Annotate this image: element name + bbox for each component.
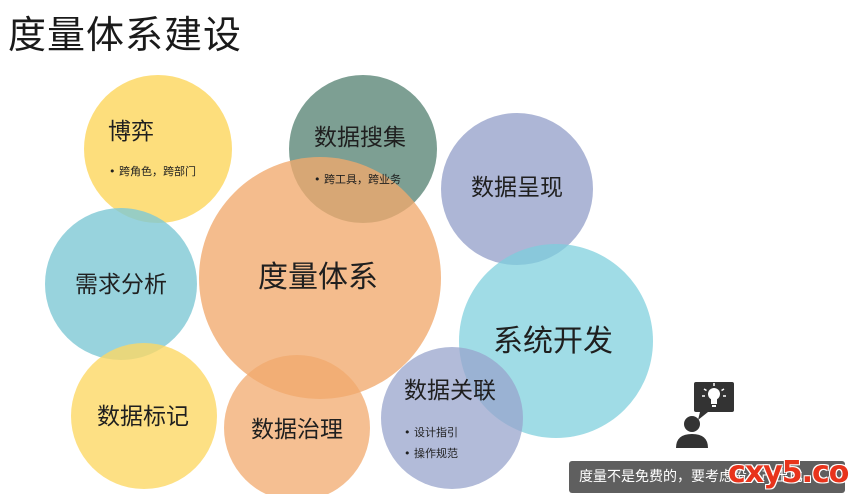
node-sjzl-label: 数据治理 bbox=[251, 417, 343, 443]
node-boyi bbox=[84, 75, 232, 223]
node-sjsj-bullet-1-text: 跨工具，跨业务 bbox=[324, 173, 401, 186]
node-sjgl-bullet-2: • 操作规范 bbox=[404, 446, 458, 460]
node-sjcx-label: 数据呈现 bbox=[471, 175, 563, 201]
bullet-dot: • bbox=[109, 165, 119, 178]
bullet-dot: • bbox=[314, 173, 324, 186]
person-with-lightbulb-icon bbox=[676, 382, 734, 448]
node-sjsj-label: 数据搜集 bbox=[314, 125, 406, 151]
node-xqfx bbox=[45, 208, 197, 360]
watermark: cxy5.com bbox=[728, 455, 850, 490]
node-sjsj-bullet-1: • 跨工具，跨业务 bbox=[314, 173, 401, 186]
lightbulb-icon bbox=[702, 383, 726, 407]
node-boyi-bullet-1: • 跨角色，跨部门 bbox=[109, 164, 196, 178]
node-sjgl-circle bbox=[381, 347, 523, 489]
node-xqfx-label: 需求分析 bbox=[75, 272, 167, 298]
node-sjgl-label: 数据关联 bbox=[404, 378, 496, 404]
node-dltx bbox=[199, 157, 441, 399]
bullet-dot: • bbox=[404, 426, 414, 439]
node-boyi-bullet-1-text: 跨角色，跨部门 bbox=[119, 164, 196, 178]
node-boyi-label: 博弈 bbox=[108, 119, 154, 145]
node-sjgl bbox=[381, 347, 523, 489]
caption-bar: 度量不是免费的，要考虑投入产出比 bbox=[569, 461, 845, 493]
node-boyi-circle bbox=[84, 75, 232, 223]
node-sjzl-circle bbox=[224, 355, 370, 494]
node-dltx-circle bbox=[199, 157, 441, 399]
node-sjcx bbox=[441, 113, 593, 265]
node-sjgl-bullet-1-text: 设计指引 bbox=[414, 425, 458, 439]
node-sjbj-label: 数据标记 bbox=[97, 404, 189, 430]
node-sjbj bbox=[71, 343, 217, 489]
bullet-dot: • bbox=[404, 447, 414, 460]
node-xtkf-label: 系统开发 bbox=[493, 324, 613, 359]
node-dltx-label: 度量体系 bbox=[258, 260, 378, 295]
node-sjcx-circle bbox=[441, 113, 593, 265]
page-title: 度量体系建设 bbox=[8, 13, 243, 57]
person-icon bbox=[676, 416, 708, 448]
node-xqfx-circle bbox=[45, 208, 197, 360]
node-sjzl bbox=[224, 355, 370, 494]
node-sjgl-bullet-2-text: 操作规范 bbox=[414, 446, 458, 460]
node-sjbj-circle bbox=[71, 343, 217, 489]
node-sjgl-bullet-1: • 设计指引 bbox=[404, 425, 458, 439]
